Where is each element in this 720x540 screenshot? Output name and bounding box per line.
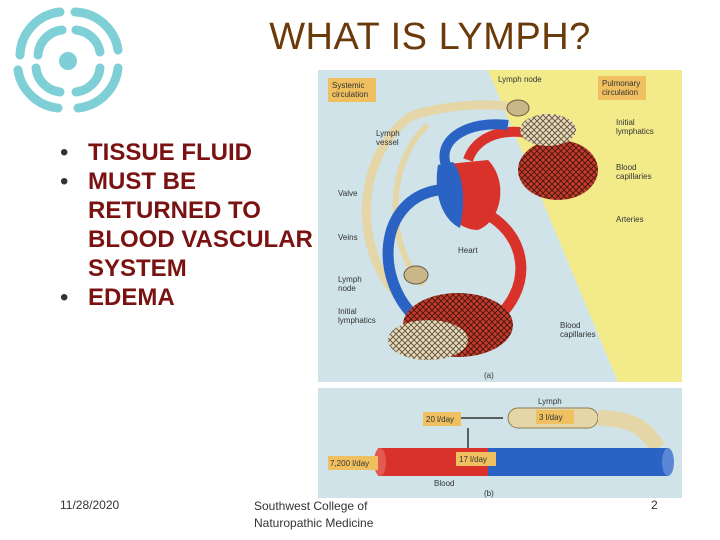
lymph-label: Lymph <box>538 397 562 406</box>
page-number: 2 <box>651 498 658 512</box>
lymph-node-label: Lymph node <box>498 75 542 84</box>
blood-capillaries-bottom-label-2: capillaries <box>560 330 596 339</box>
blood-capillaries-right-label-2: capillaries <box>616 172 652 181</box>
panel-a-label: (a) <box>484 371 494 380</box>
pulmonary-label: Pulmonary <box>602 79 640 88</box>
flow-return-label: 20 l/day <box>426 415 454 424</box>
bullet-item: •EDEMA <box>60 284 175 311</box>
lymph-vessel-label-2: vessel <box>376 138 399 147</box>
panel-b-label: (b) <box>484 489 494 498</box>
footer-date: 11/28/2020 <box>60 498 120 512</box>
initial-lymphatics-left-label-2: lymphatics <box>338 316 376 325</box>
systemic-label: Systemic <box>332 81 364 90</box>
initial-lymphatics-right-label-2: lymphatics <box>616 127 654 136</box>
footer-organization: Southwest College of Naturopathic Medici… <box>254 498 373 532</box>
lymph-node-left-label-2: node <box>338 284 356 293</box>
circulation-diagram: Systemic circulation Lymph node Pulmonar… <box>318 70 682 382</box>
bullet-list: •TISSUE FLUID •MUST BE RETURNED TO BLOOD… <box>58 138 318 312</box>
blood-label: Blood <box>434 479 454 488</box>
blood-capillaries-bottom-label: Blood <box>560 321 580 330</box>
slide-title: WHAT IS LYMPH? <box>269 16 591 58</box>
lymph-vessel-label: Lymph <box>376 129 400 138</box>
blood-capillaries-right-label: Blood <box>616 163 636 172</box>
footer-org-line-1: Southwest College of <box>254 499 368 513</box>
bullet-item: •MUST BE RETURNED TO BLOOD VASCULAR SYST… <box>60 168 313 282</box>
college-logo <box>13 7 123 113</box>
footer-org-line-2: Naturopathic Medicine <box>254 516 374 530</box>
valve-label: Valve <box>338 189 358 198</box>
flow-total-label: 7,200 l/day <box>330 459 369 468</box>
flow-diagram: Lymph 3 l/day 20 l/day 7,200 l/day 17 l/… <box>318 388 682 498</box>
initial-lymphatics-left-label: Initial <box>338 307 357 316</box>
lymph-node-left-label: Lymph <box>338 275 362 284</box>
arteries-label: Arteries <box>616 215 644 224</box>
initial-lymphatics-right-label: Initial <box>616 118 635 127</box>
systemic-label-2: circulation <box>332 90 368 99</box>
pulmonary-label-2: circulation <box>602 88 638 97</box>
heart-label: Heart <box>458 246 478 255</box>
flow-filtered-label: 17 l/day <box>459 455 487 464</box>
flow-lymph-label: 3 l/day <box>539 413 563 422</box>
veins-label: Veins <box>338 233 358 242</box>
bullet-item: •TISSUE FLUID <box>60 139 253 166</box>
